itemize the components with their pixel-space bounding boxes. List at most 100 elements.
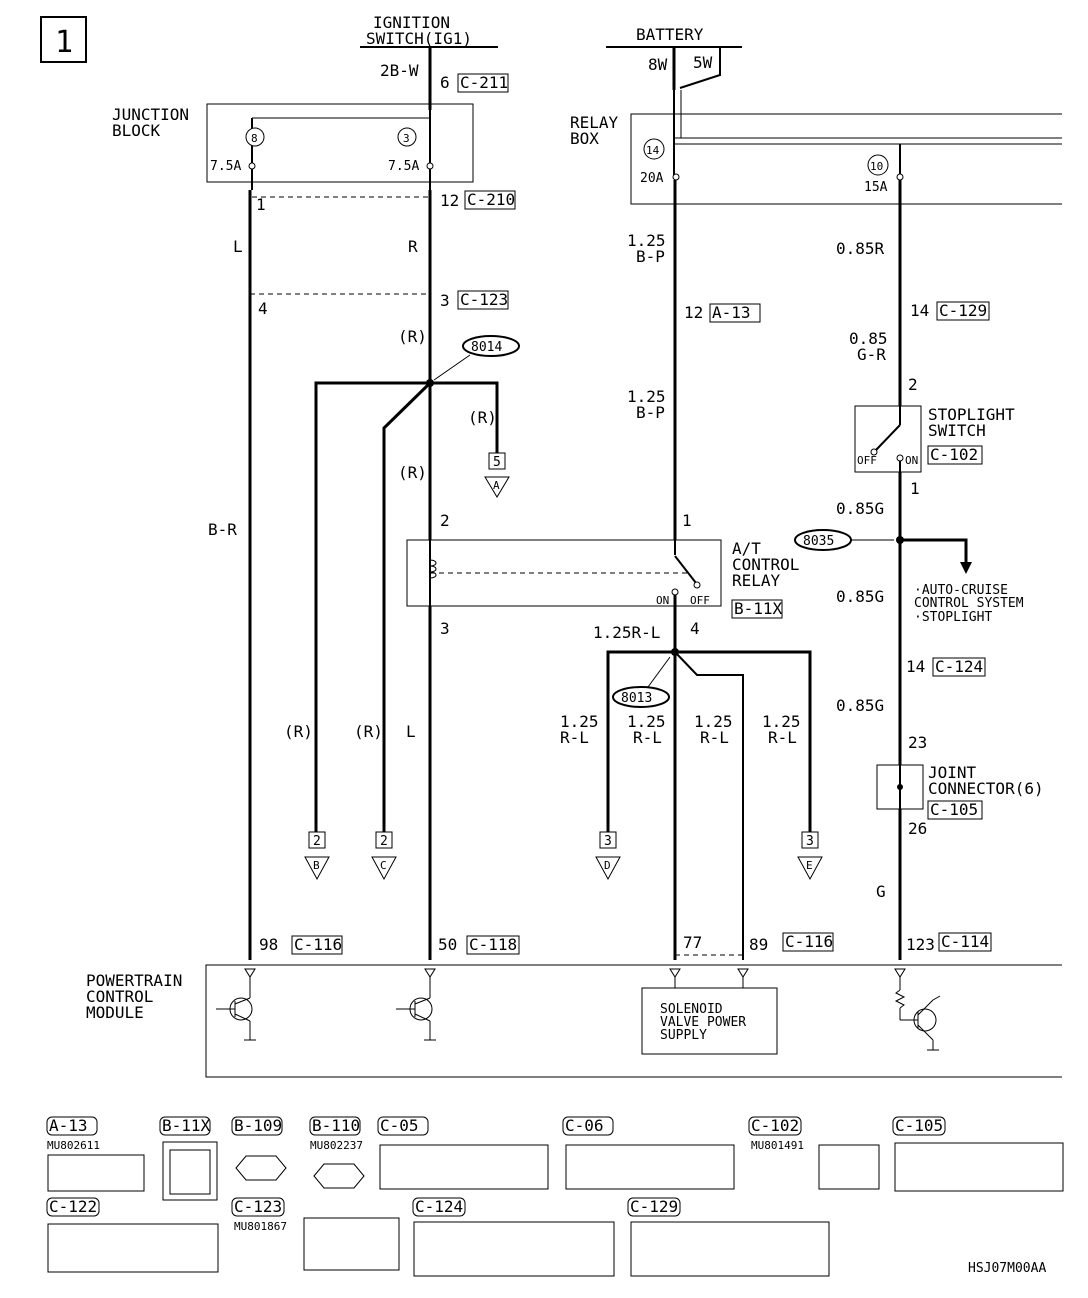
ignition-wire-label: 2B-W (380, 61, 419, 80)
legend-c123: C-123 (234, 1197, 282, 1216)
ignition-pin: 6 (440, 73, 450, 92)
fuse-3-num: 3 (403, 132, 410, 145)
wire-label-r-paren-1: (R) (398, 327, 427, 346)
page-number: 1 (55, 25, 73, 60)
jb-pin-1: 1 (256, 195, 266, 214)
connector-c210: C-210 (467, 190, 515, 209)
c116b-pin-89: 89 (749, 935, 768, 954)
legend-b110: B-110 (312, 1116, 360, 1135)
a13-pin: 12 (684, 303, 703, 322)
connector-tag-c211 (457, 73, 509, 93)
connector-c116b: C-116 (785, 932, 833, 951)
wire-label-l-lower: L (406, 722, 416, 741)
bp-label-1b: B-P (636, 247, 665, 266)
branch-8014 (314, 381, 499, 832)
c114-pin: 123 (906, 935, 935, 954)
relay-box-label-2: BOX (570, 129, 599, 148)
dest-3: ·STOPLIGHT (914, 610, 992, 625)
splice-8014: 8014 (471, 340, 502, 355)
battery-wire-8w: 8W (648, 55, 668, 74)
c118-pin: 50 (438, 935, 457, 954)
connector-c102: C-102 (930, 445, 978, 464)
r085-label: 0.85R (836, 239, 885, 258)
pcm-box (205, 964, 1062, 1078)
jb-pin-12: 12 (440, 191, 459, 210)
pcm-title-3: MODULE (86, 1003, 144, 1022)
splice-8013-tag (612, 686, 670, 708)
g085-label-1: 0.85G (836, 499, 884, 518)
c129-pin: 14 (910, 301, 929, 320)
c102-pin-1: 1 (910, 479, 920, 498)
joint-title-1: JOINT (928, 763, 977, 782)
relay-pin-2: 2 (440, 511, 450, 530)
relay-pin-1: 1 (682, 511, 692, 530)
battery-5w-wire (679, 47, 721, 89)
fuse-3-marker (397, 127, 417, 147)
diagram-code: HSJ07M00AA (968, 1261, 1046, 1276)
c123-pin-4: 4 (258, 299, 268, 318)
pcm-transistor-1 (216, 977, 256, 1041)
pcm-title-2: CONTROL (86, 987, 153, 1006)
legend-c102-part: MU801491 (751, 1139, 804, 1152)
relay-title-3: RELAY (732, 571, 781, 590)
legend-c123-part: MU801867 (234, 1220, 287, 1233)
offpage-b-num: 2 (313, 834, 321, 849)
legend-c129: C-129 (630, 1197, 678, 1216)
legend-c102: C-102 (751, 1116, 799, 1135)
ignition-switch-label-1: IGNITION (373, 13, 450, 32)
stoplight-title-2: SWITCH (928, 421, 986, 440)
branch-8013-89 (674, 651, 744, 960)
c116b-pin-77: 77 (683, 933, 702, 952)
wire-label-125rl: 1.25R-L (593, 623, 660, 642)
fuse-8-num: 8 (251, 132, 258, 145)
connector-b11x: B-11X (734, 599, 783, 618)
page-number-box (40, 16, 87, 63)
relay-contact (674, 555, 697, 584)
g-label: G (876, 882, 886, 901)
connector-c118: C-118 (469, 935, 517, 954)
junction-block-label-1: JUNCTION (112, 105, 189, 124)
relay-pin-3: 3 (440, 619, 450, 638)
fuse-14-num: 14 (646, 144, 660, 157)
offpage-e-letter: E (806, 859, 813, 872)
relay-box-label-1: RELAY (570, 113, 619, 132)
connector-a13: A-13 (712, 303, 751, 322)
fuse-10-num: 10 (870, 160, 883, 173)
relay-on-label: ON (656, 594, 669, 607)
legend-c122: C-122 (49, 1197, 97, 1216)
stoplight-switch (854, 405, 922, 473)
legend-b110-part: MU802237 (310, 1139, 363, 1152)
connector-c123: C-123 (460, 290, 508, 309)
relay-box (630, 113, 1062, 205)
wire-label-l: L (233, 237, 243, 256)
splice-8013-dot (671, 648, 679, 656)
dest-1: ·AUTO-CRUISE (914, 583, 1008, 598)
rl-label-2b: R-L (633, 728, 662, 747)
splice-8013: 8013 (621, 691, 652, 706)
gr085-label-b: G-R (857, 345, 886, 364)
pcm-transistor-3 (894, 977, 941, 1051)
rl-label-4a: 1.25 (762, 712, 801, 731)
c124-pin: 14 (906, 657, 925, 676)
c123-pin-3: 3 (440, 291, 450, 310)
rl-label-3a: 1.25 (694, 712, 733, 731)
fuse-8-marker (245, 127, 265, 147)
solenoid-3: SUPPLY (660, 1028, 707, 1043)
fuse-14-amps: 20A (640, 171, 664, 186)
branch-8014-c (382, 381, 432, 832)
stoplight-off: OFF (857, 454, 877, 467)
bp-label-2a: 1.25 (627, 387, 666, 406)
offpage-d-letter: D (604, 859, 611, 872)
at-control-relay (406, 539, 722, 607)
fuse-3-amps: 7.5A (388, 159, 419, 174)
pcm-title-1: POWERTRAIN (86, 971, 182, 990)
connector-legend: A-13 MU802611 B-11X B-109 B-110 MU802237… (46, 1116, 1064, 1277)
rl-label-2a: 1.25 (627, 712, 666, 731)
gr085-label-a: 0.85 (849, 329, 888, 348)
solenoid-1: SOLENOID (660, 1002, 723, 1017)
rl-label-3b: R-L (700, 728, 729, 747)
wire-label-r: R (408, 237, 418, 256)
relay-title-2: CONTROL (732, 555, 799, 574)
junction-block-label-2: BLOCK (112, 121, 161, 140)
wire-label-r-paren-4: (R) (284, 722, 313, 741)
